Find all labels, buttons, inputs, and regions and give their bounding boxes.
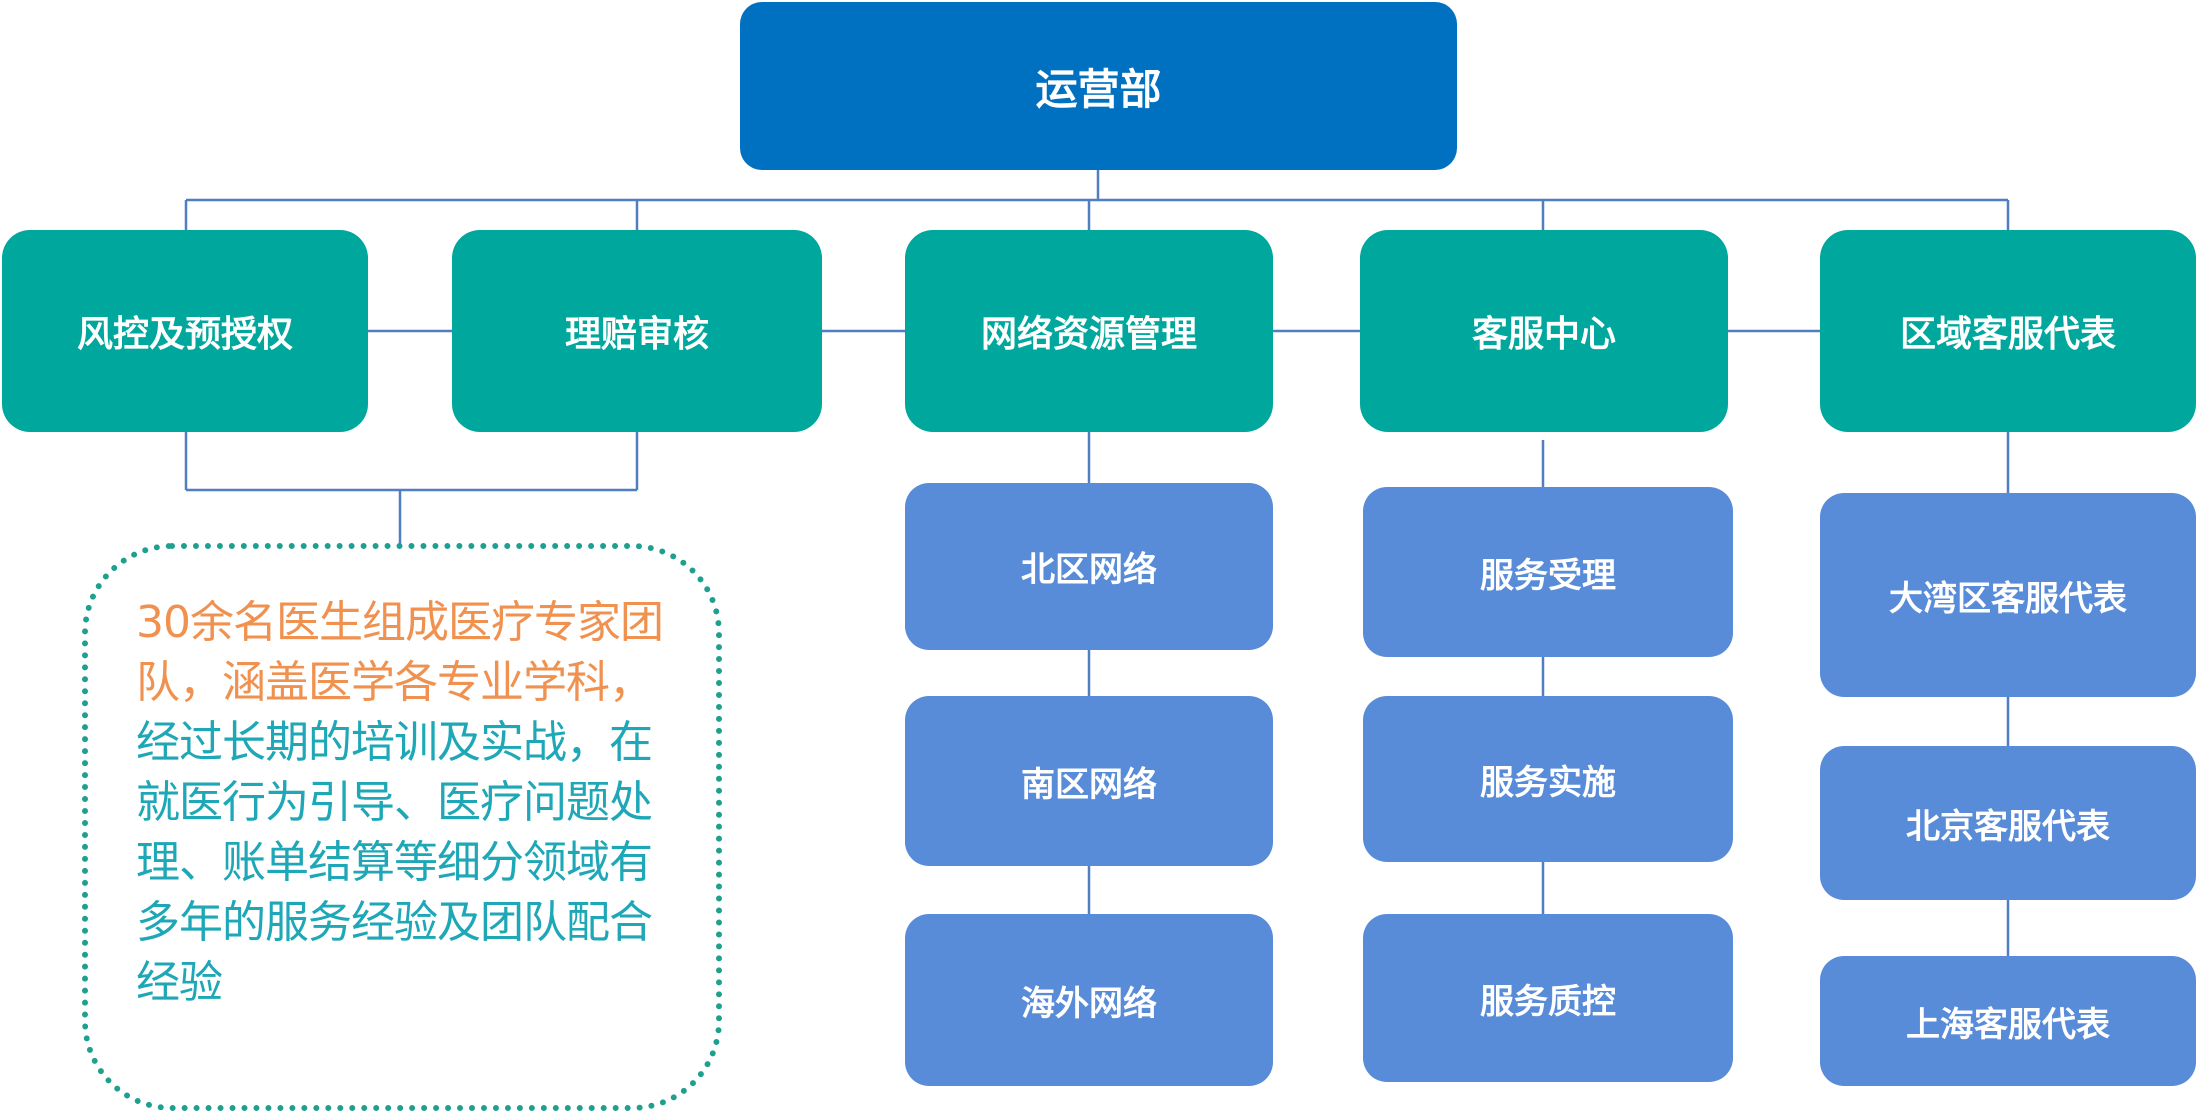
sub-node-service-quality: 服务质控 [1363, 914, 1733, 1082]
sub-node-south-network: 南区网络 [905, 696, 1273, 866]
note-highlight: 30余名医生组成医疗专家团队，涵盖医学各专业学科， [136, 597, 664, 708]
sub-node-shanghai-rep: 上海客服代表 [1820, 956, 2196, 1086]
sub-label: 海外网络 [1021, 983, 1157, 1024]
root-node: 运营部 [740, 2, 1457, 170]
dept-node-customer-service: 客服中心 [1360, 230, 1728, 432]
sub-label: 南区网络 [1021, 764, 1157, 805]
sub-label: 服务受理 [1480, 555, 1616, 596]
expert-team-note: 30余名医生组成医疗专家团队，涵盖医学各专业学科，经过长期的培训及实战，在就医行… [82, 543, 722, 1111]
dept-label: 理赔审核 [564, 314, 709, 355]
sub-label: 上海客服代表 [1906, 1004, 2110, 1045]
dept-label: 客服中心 [1471, 314, 1616, 355]
sub-label: 北京客服代表 [1906, 806, 2110, 847]
dept-node-claims-review: 理赔审核 [452, 230, 822, 432]
sub-node-greater-bay-rep: 大湾区客服代表 [1820, 493, 2196, 697]
dept-node-risk-control: 风控及预授权 [2, 230, 368, 432]
sub-node-overseas-network: 海外网络 [905, 914, 1273, 1086]
sub-label: 大湾区客服代表 [1889, 578, 2127, 619]
sub-node-service-delivery: 服务实施 [1363, 696, 1733, 862]
dept-node-regional-reps: 区域客服代表 [1820, 230, 2196, 432]
sub-label: 北区网络 [1021, 550, 1157, 590]
dept-label: 区域客服代表 [1899, 314, 2116, 355]
sub-label: 服务实施 [1480, 762, 1616, 803]
sub-node-service-intake: 服务受理 [1363, 487, 1733, 657]
dept-label: 风控及预授权 [76, 314, 293, 355]
sub-node-north-network: 北区网络 [905, 483, 1273, 650]
dept-label: 网络资源管理 [980, 314, 1197, 355]
note-body: 经过长期的培训及实战，在就医行为引导、医疗问题处理、账单结算等细分领域有多年的服… [136, 717, 653, 1008]
sub-node-beijing-rep: 北京客服代表 [1820, 746, 2196, 900]
root-label: 运营部 [1035, 64, 1162, 114]
sub-label: 服务质控 [1480, 981, 1616, 1022]
dept-node-network-resources: 网络资源管理 [905, 230, 1273, 432]
